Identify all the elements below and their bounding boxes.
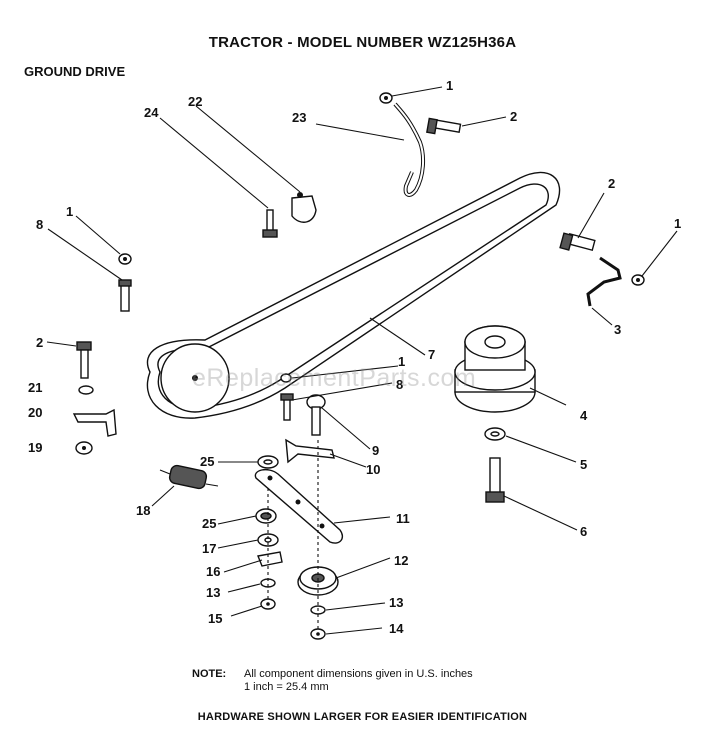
footer-note: HARDWARE SHOWN LARGER FOR EASIER IDENTIF… <box>197 711 528 723</box>
nut-1-right <box>631 274 645 286</box>
watermark: eReplacementParts.com <box>192 364 477 392</box>
note-line-1: All component dimensions given in U.S. i… <box>244 668 473 680</box>
nut-1-left <box>118 253 132 265</box>
nut-1-top <box>379 92 393 104</box>
callout-11: 11 <box>396 511 410 526</box>
note-label: NOTE: <box>192 668 227 680</box>
washer-21 <box>78 385 94 395</box>
drive-pulley-center <box>192 375 198 381</box>
callout-1-right: 1 <box>674 216 681 231</box>
nut-19 <box>75 441 93 455</box>
callout-20: 20 <box>28 405 42 420</box>
callout-17: 17 <box>202 541 216 556</box>
bracket-22 <box>291 192 317 223</box>
drive-belt <box>146 171 561 419</box>
callout-19: 19 <box>28 440 42 455</box>
callout-numbers: 1 2 1 2 3 4 5 6 7 8 9 10 11 12 13 14 15 … <box>28 78 681 636</box>
bolt-6 <box>485 457 505 503</box>
diagram-title: TRACTOR - MODEL NUMBER WZ125H36A <box>208 34 517 51</box>
callout-22: 22 <box>188 94 202 109</box>
callout-1-center: 1 <box>398 354 405 369</box>
diagram-subtitle: GROUND DRIVE <box>24 64 126 79</box>
callout-3: 3 <box>614 322 621 337</box>
callout-6: 6 <box>580 524 587 539</box>
callout-13-right: 13 <box>389 595 403 610</box>
rod-23 <box>393 102 426 197</box>
callout-9: 9 <box>372 443 379 458</box>
callout-13-left: 13 <box>206 585 220 600</box>
callout-21: 21 <box>28 380 42 395</box>
callout-7: 7 <box>428 347 435 362</box>
washer-25-upper <box>257 455 279 469</box>
bolt-2-right <box>559 232 596 252</box>
arm-11 <box>254 468 344 544</box>
bolt-24 <box>262 209 278 238</box>
bolt-2-top <box>426 117 462 135</box>
bolt-2-left <box>76 341 92 379</box>
callout-1-left: 1 <box>66 204 73 219</box>
bracket-10 <box>285 438 335 464</box>
bolt-8-center <box>280 393 294 421</box>
nut-15 <box>260 598 276 610</box>
callout-8-left: 8 <box>36 217 43 232</box>
callout-2-right: 2 <box>608 176 615 191</box>
callout-16: 16 <box>206 564 220 579</box>
nut-1-center <box>280 373 292 383</box>
callout-15: 15 <box>208 611 222 626</box>
callout-5: 5 <box>580 457 587 472</box>
callout-2-top: 2 <box>510 109 517 124</box>
bracket-20 <box>72 408 117 437</box>
callout-25-lower: 25 <box>202 516 216 531</box>
callout-14: 14 <box>389 621 404 636</box>
nut-14 <box>310 628 326 640</box>
bolt-9 <box>306 394 326 436</box>
spring-18 <box>159 464 219 490</box>
pulley-4 <box>454 325 536 413</box>
washer-5 <box>484 427 506 441</box>
callout-2-left: 2 <box>36 335 43 350</box>
callout-8-center: 8 <box>396 377 403 392</box>
callout-12: 12 <box>394 553 408 568</box>
callout-4: 4 <box>580 408 588 423</box>
note-line-2: 1 inch = 25.4 mm <box>244 681 329 693</box>
callout-23: 23 <box>292 110 306 125</box>
rod-3 <box>586 256 622 307</box>
callout-18: 18 <box>136 503 150 518</box>
clip-16 <box>257 551 283 567</box>
callout-10: 10 <box>366 462 380 477</box>
callout-1-top: 1 <box>446 78 453 93</box>
leader-lines <box>46 86 678 635</box>
callout-25-upper: 25 <box>200 454 214 469</box>
bearing-25-lower <box>255 508 277 524</box>
bolt-8-left <box>118 279 132 312</box>
callout-24: 24 <box>144 105 159 120</box>
